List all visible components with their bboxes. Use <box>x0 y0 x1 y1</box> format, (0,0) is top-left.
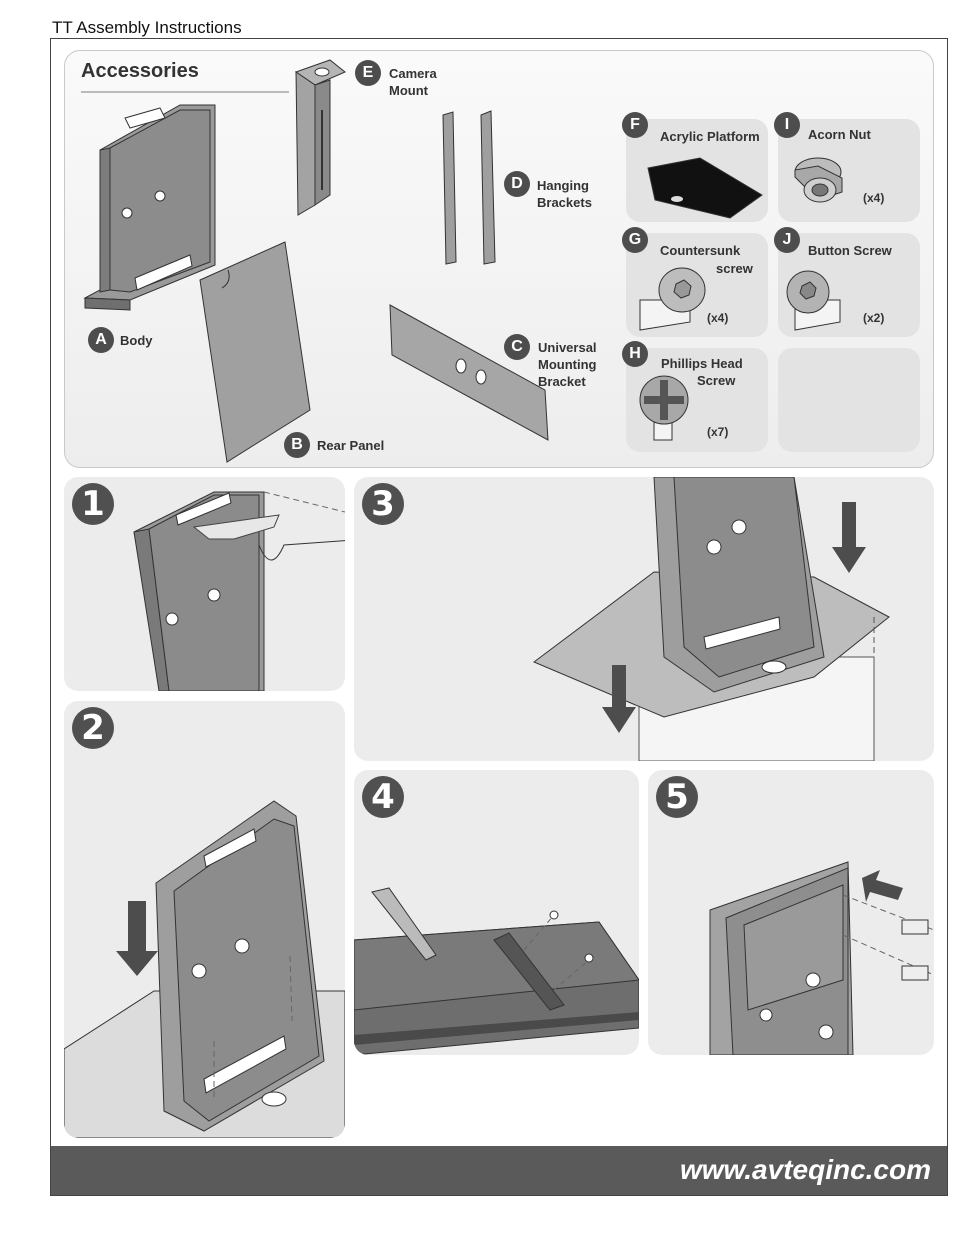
part-h-quantity: (x7) <box>707 425 729 439</box>
button-screw-illustration <box>786 270 841 331</box>
rear-panel-illustration <box>199 241 311 463</box>
step-2-panel: 2 <box>64 701 345 1138</box>
part-i-badge: I <box>774 112 800 138</box>
step-1-panel: 1 <box>64 477 345 691</box>
acorn-nut-illustration <box>794 157 843 203</box>
part-h-label-line1: Phillips Head <box>661 356 743 371</box>
step-5-panel: 5 <box>648 770 934 1055</box>
page-frame <box>50 38 948 1196</box>
body-part-illustration <box>83 104 216 311</box>
part-d-badge: D <box>504 171 530 197</box>
step-3-panel: 3 <box>354 477 934 761</box>
step-1-illustration <box>133 491 345 691</box>
step-5-illustration <box>709 861 934 1055</box>
acrylic-platform-illustration <box>647 157 763 219</box>
part-b-label: Rear Panel <box>317 438 385 453</box>
accessories-title: Accessories <box>81 60 199 82</box>
part-j-badge: J <box>774 227 800 253</box>
part-g-quantity: (x4) <box>707 311 729 325</box>
step-2-number: 2 <box>72 707 114 749</box>
step-3-number: 3 <box>362 483 404 525</box>
phillips-screw-illustration <box>639 375 689 441</box>
part-e-label: Camera Mount <box>389 66 437 98</box>
part-c-badge: C <box>504 334 530 360</box>
step-4-illustration <box>354 887 639 1055</box>
hardware-illustrations <box>639 157 843 441</box>
part-d-label: Hanging Brackets <box>537 178 592 210</box>
part-g-badge: G <box>622 227 648 253</box>
step-1-number: 1 <box>72 483 114 525</box>
part-f-badge: F <box>622 112 648 138</box>
part-a-label: Body <box>120 333 153 348</box>
part-h-badge: H <box>622 341 648 367</box>
part-i-quantity: (x4) <box>863 191 885 205</box>
countersunk-screw-illustration <box>639 267 706 331</box>
step-2-illustration <box>64 800 345 1138</box>
accessories-rule <box>81 91 289 93</box>
part-g-label-line1: Countersunk <box>660 243 741 258</box>
footer-bar: www.avteqinc.com <box>51 1146 947 1195</box>
part-g-label-line2: screw <box>716 261 753 276</box>
part-e-badge: E <box>355 60 381 86</box>
part-j-quantity: (x2) <box>863 311 885 325</box>
hanging-brackets-illustration <box>442 110 496 265</box>
step-5-number: 5 <box>656 776 698 818</box>
step-3-illustration <box>533 477 890 761</box>
mounting-bracket-illustration <box>389 304 549 441</box>
part-b-badge: B <box>284 432 310 458</box>
step-4-panel: 4 <box>354 770 639 1055</box>
part-h-label-line2: Screw <box>697 373 736 388</box>
part-c-label: Universal Mounting Bracket <box>538 340 597 389</box>
step-4-number: 4 <box>362 776 404 818</box>
hardware-card-empty <box>778 348 920 452</box>
accessories-illustrations <box>83 59 549 463</box>
document-header: TT Assembly Instructions <box>52 18 242 37</box>
part-i-label: Acorn Nut <box>808 127 871 142</box>
part-f-label: Acrylic Platform <box>660 129 760 144</box>
part-j-label: Button Screw <box>808 243 892 258</box>
part-a-badge: A <box>88 327 114 353</box>
footer-website-link[interactable]: www.avteqinc.com <box>679 1154 931 1185</box>
camera-mount-illustration <box>294 59 346 216</box>
